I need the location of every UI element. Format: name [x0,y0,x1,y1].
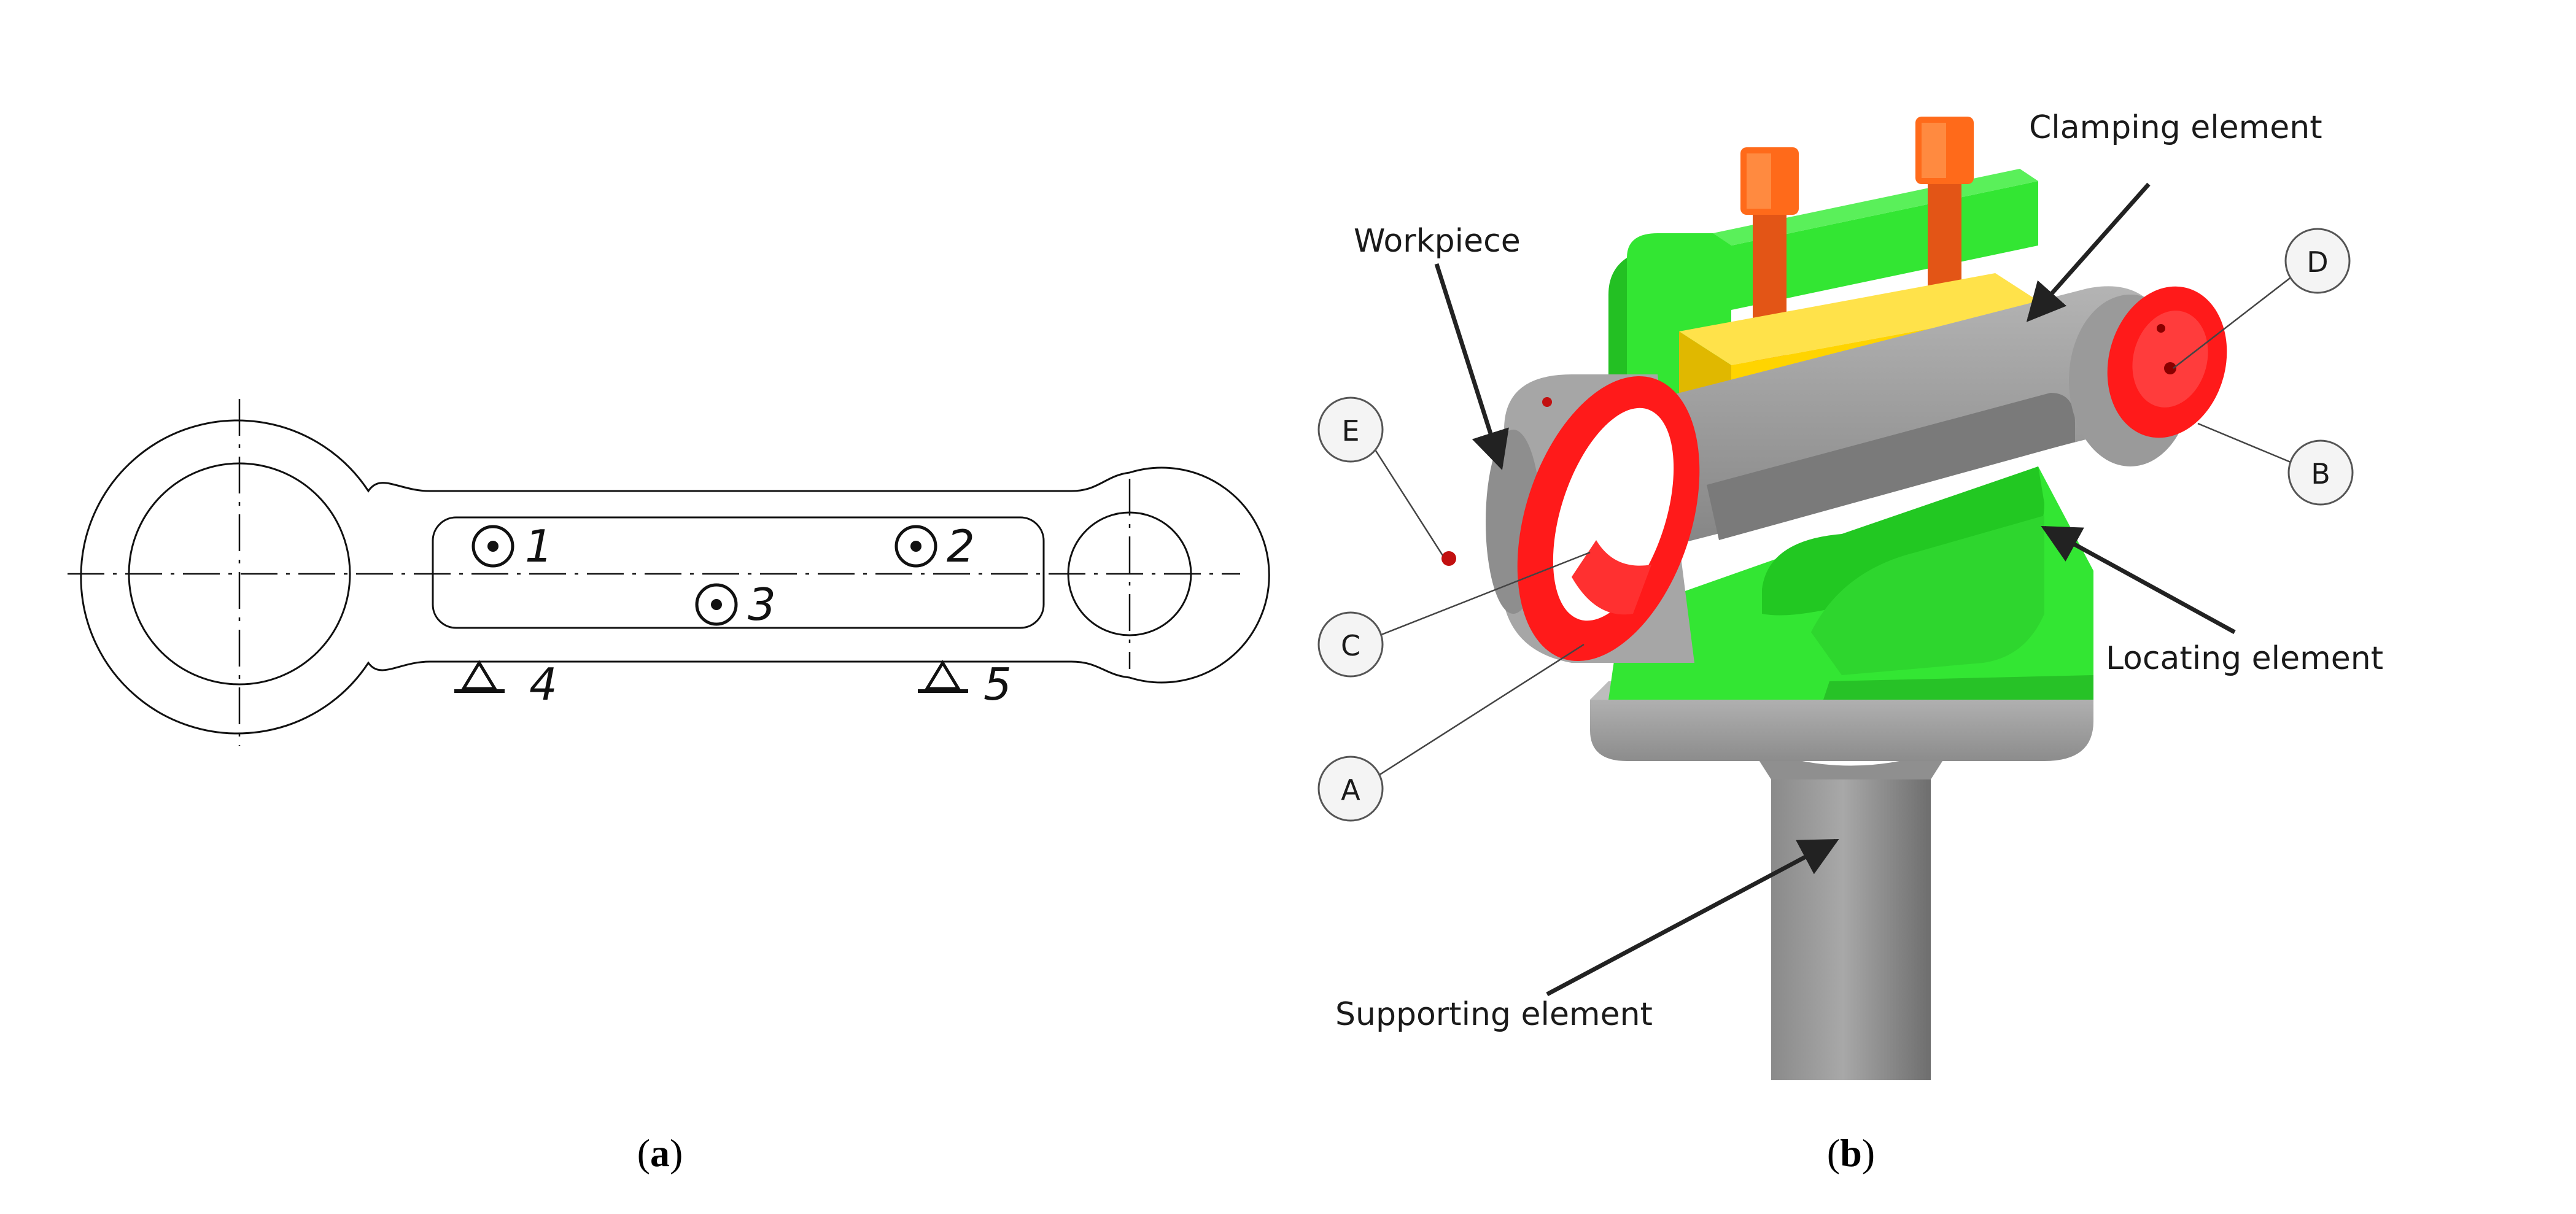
point-B: B [2287,439,2354,506]
point-D: D [2284,228,2351,294]
marker-1: 1 [471,520,553,572]
locating-element [1608,466,2093,700]
center-lines [68,399,1240,746]
workpiece-big-end [1441,374,1700,663]
workpiece-small-end [2069,286,2227,466]
panel-a-markers: 1 2 3 4 5 [454,520,1012,710]
svg-text:E: E [1341,414,1359,447]
label-locating-element: Locating element [2106,640,2383,677]
label-workpiece: Workpiece [1354,223,1521,260]
label-clamping-element: Clamping element [2029,109,2322,146]
svg-text:1: 1 [525,520,553,572]
svg-text:5: 5 [983,659,1012,710]
panel-a-drawing [68,399,1270,746]
svg-text:3: 3 [748,579,776,630]
supporting-element [1750,746,1952,1080]
point-C: C [1317,611,1384,678]
svg-text:C: C [1341,629,1360,662]
callout-arrows [1434,182,2236,997]
workpiece-shank [1572,286,2171,554]
bolt-right [1915,117,1974,295]
point-A: A [1317,756,1384,822]
caption-a: (a) [637,1131,683,1175]
svg-text:D: D [2306,246,2328,279]
panel-b-fixture: Workpiece Clamping element Locating elem… [1317,109,2383,1080]
marker-2: 2 [894,520,975,572]
marker-3: 3 [695,579,776,630]
svg-text:4: 4 [529,659,557,710]
svg-text:2: 2 [947,520,975,572]
caption-b: (b) [1827,1131,1875,1175]
svg-text:A: A [1341,773,1360,806]
rod-outer-contour [80,419,1270,735]
shank-pocket [432,516,1045,629]
label-supporting-element: Supporting element [1335,996,1653,1033]
svg-text:B: B [2311,457,2330,490]
marker-4: 4 [454,659,557,710]
point-E: E [1317,396,1384,463]
marker-5: 5 [918,659,1012,710]
